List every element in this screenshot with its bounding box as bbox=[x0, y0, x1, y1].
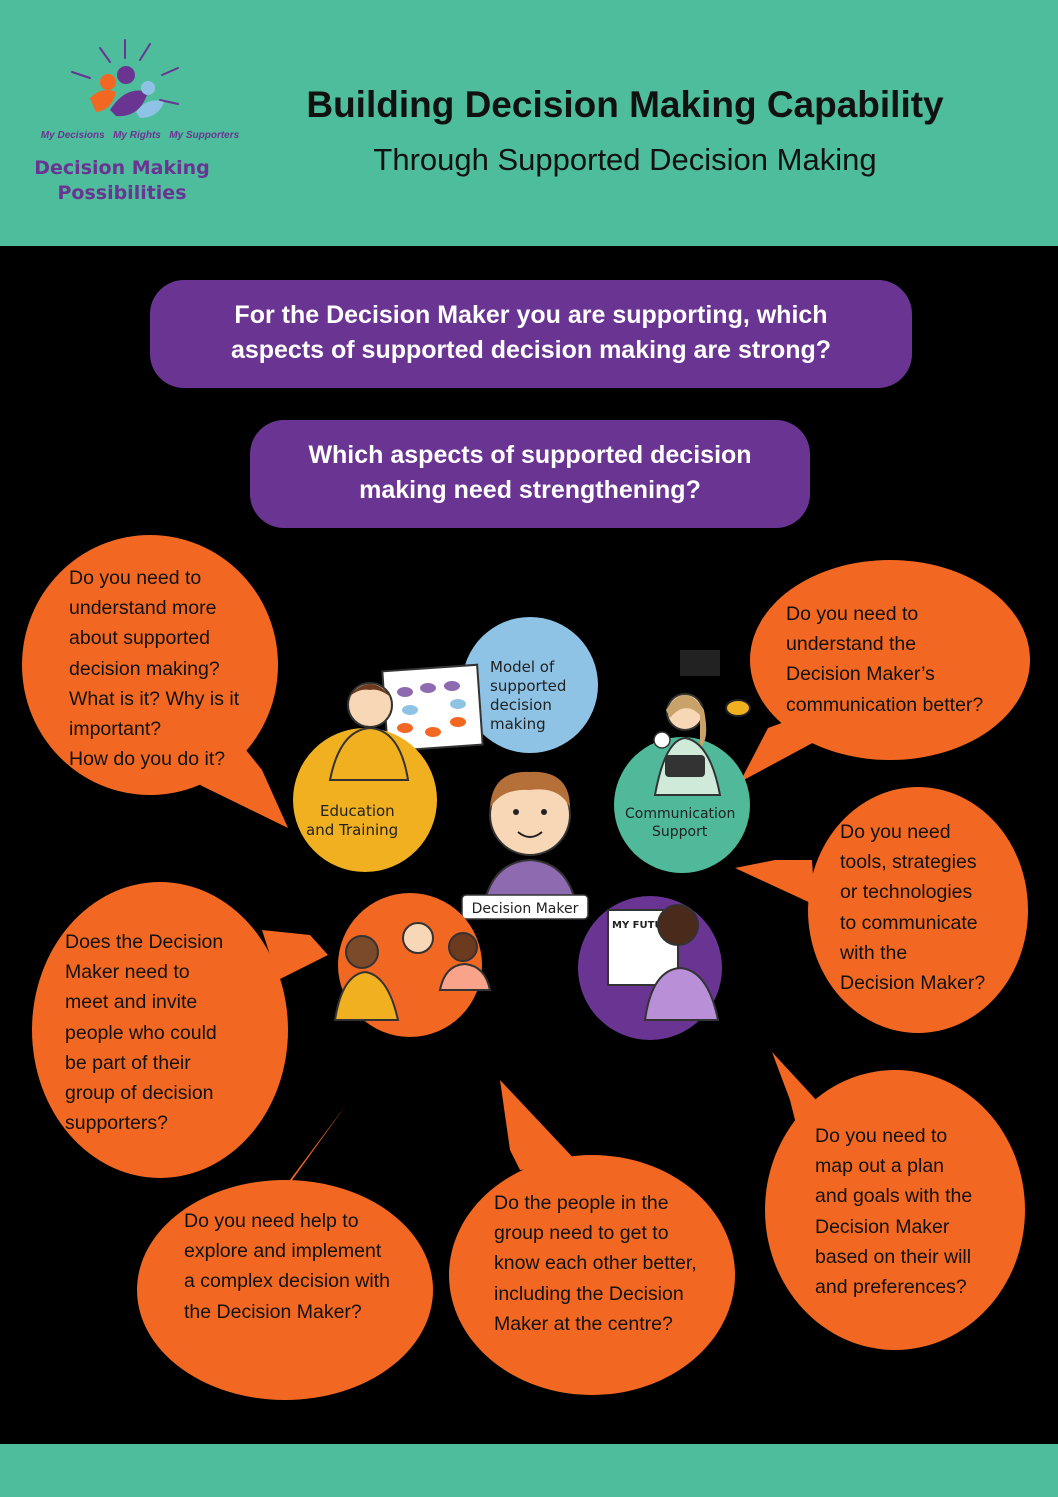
bubble-invite-supporters: Does the Decision Maker need to meet and… bbox=[65, 931, 224, 1135]
bubble-shape-understand-sdm bbox=[22, 535, 288, 828]
bubble-shape-communication-tools bbox=[735, 787, 1028, 1033]
prompt-weaknesses: Which aspects of supported decision maki… bbox=[250, 420, 810, 528]
decision-maker-label: Decision Maker bbox=[472, 901, 579, 917]
bubble-shape-complex-decision bbox=[137, 1105, 433, 1400]
logo-name-line1: Decision Making bbox=[34, 157, 210, 179]
symbol-board-icon bbox=[680, 650, 720, 676]
bubble-plan-goals: Do you need to map out a plan and goals … bbox=[815, 1125, 973, 1299]
decision-maker-label-box bbox=[461, 894, 589, 920]
bubble-communication-tools: Do you need tools, strategies or technol… bbox=[840, 821, 986, 995]
page-title: Building Decision Making Capability bbox=[306, 84, 944, 125]
speech-icon bbox=[653, 731, 671, 749]
header-band: My Decisions My Rights My Supporters Dec… bbox=[0, 0, 1058, 246]
bubble-communication-understanding: Do you need to understand the Decision M… bbox=[786, 603, 984, 716]
model-circle bbox=[462, 617, 598, 753]
communication-circle bbox=[614, 737, 750, 873]
logo-tagline: My Decisions My Rights My Supporters bbox=[40, 130, 240, 141]
logo: My Decisions My Rights My Supporters Dec… bbox=[30, 30, 250, 220]
footer-band bbox=[0, 1444, 1058, 1497]
bubble-group-know: Do the people in the group need to get t… bbox=[494, 1192, 697, 1335]
logo-name: Decision Making Possibilities bbox=[30, 156, 214, 206]
logo-figures-icon bbox=[71, 39, 179, 118]
bubble-shape-communication-understanding bbox=[740, 560, 1030, 782]
keyboard-device-icon bbox=[665, 755, 705, 777]
decision-support-illustration: Model of supported decision making Educa… bbox=[293, 617, 751, 1040]
bubble-understand-sdm: Do you need to understand more about sup… bbox=[69, 567, 240, 771]
model-label: Model of supported decision making bbox=[490, 658, 571, 733]
page-subtitle: Through Supported Decision Making bbox=[373, 142, 877, 177]
bubble-complex-decision: Do you need help to explore and implemen… bbox=[184, 1210, 390, 1323]
communication-label: Communication Support bbox=[625, 806, 740, 840]
logo-name-line2: Possibilities bbox=[57, 182, 187, 204]
bubble-shape-invite-supporters bbox=[32, 882, 328, 1178]
switch-button-icon bbox=[725, 699, 751, 717]
poster-label: MY FUTURE bbox=[612, 920, 677, 931]
bubble-shape-group-know bbox=[449, 1080, 735, 1395]
education-label: Education and Training bbox=[306, 802, 399, 839]
prompt-strengths: For the Decision Maker you are supportin… bbox=[150, 280, 912, 388]
bubble-shape-plan-goals bbox=[765, 1052, 1025, 1350]
